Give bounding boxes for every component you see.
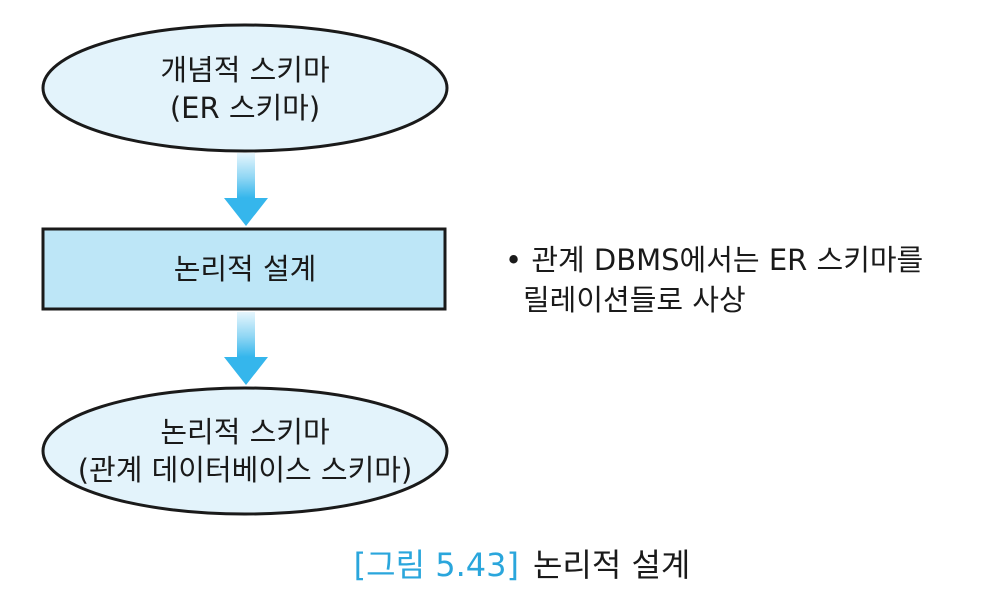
logical-schema-title: 논리적 스키마 <box>160 415 330 449</box>
side-note-text-1: 관계 DBMS에서는 ER 스키마를 <box>531 243 924 277</box>
arrow-down-icon <box>224 153 268 226</box>
figure-caption: [그림 5.43] 논리적 설계 <box>0 540 989 586</box>
logical-design-label: 논리적 설계 <box>45 250 445 288</box>
side-note-line-2: 릴레이션들로 사상 <box>523 283 746 317</box>
bullet-icon: • <box>505 243 523 277</box>
arrow-down-icon <box>224 312 268 385</box>
logical-design-box <box>41 227 447 311</box>
side-note: • 관계 DBMS에서는 ER 스키마를 릴레이션들로 사상 <box>505 240 923 320</box>
logical-design-title: 논리적 설계 <box>173 252 317 286</box>
conceptual-schema-subtitle: (ER 스키마) <box>169 91 321 125</box>
conceptual-schema-label: 개념적 스키마 (ER 스키마) <box>45 51 445 127</box>
figure-title: 논리적 설계 <box>532 546 691 584</box>
conceptual-schema-ellipse <box>41 23 449 153</box>
figure-label: [그림 5.43] <box>353 546 519 584</box>
logical-schema-subtitle: (관계 데이터베이스 스키마) <box>77 453 413 487</box>
conceptual-schema-title: 개념적 스키마 <box>160 53 330 87</box>
logical-schema-ellipse <box>41 386 449 516</box>
logical-schema-label: 논리적 스키마 (관계 데이터베이스 스키마) <box>45 413 445 489</box>
side-note-line-1: • 관계 DBMS에서는 ER 스키마를 <box>505 240 923 280</box>
